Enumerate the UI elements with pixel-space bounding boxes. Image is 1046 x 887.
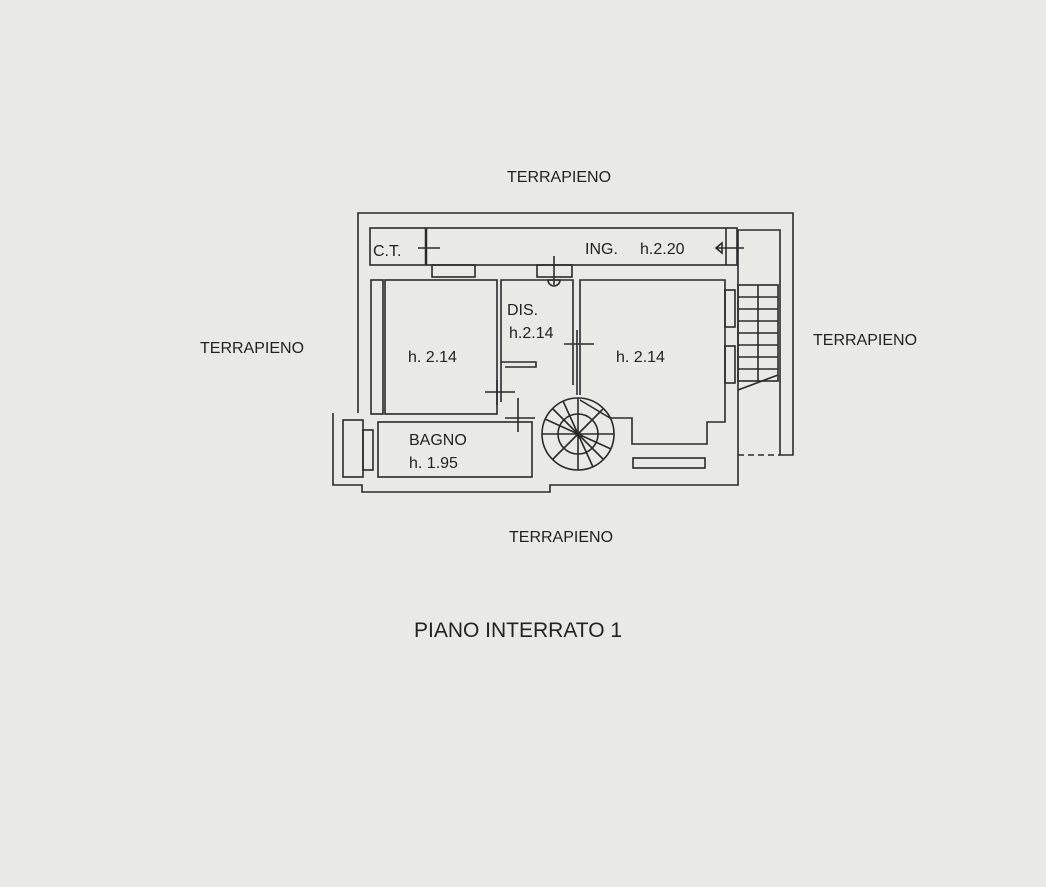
plan-title: PIANO INTERRATO 1: [414, 619, 623, 642]
room-bagno: [377, 421, 533, 478]
spiral-staircase: [541, 397, 615, 471]
outer-wall-bottom: [332, 413, 739, 493]
label-terrapieno-top: TERRAPIENO: [507, 169, 612, 186]
room-left: [384, 279, 498, 415]
label-terrapieno-right: TERRAPIENO: [813, 332, 918, 349]
label-terrapieno-left: TERRAPIENO: [200, 340, 305, 357]
label-terrapieno-bottom: TERRAPIENO: [509, 529, 614, 546]
outer-wall: [357, 212, 794, 456]
room-right: [579, 279, 726, 445]
room-dis: [500, 279, 574, 402]
